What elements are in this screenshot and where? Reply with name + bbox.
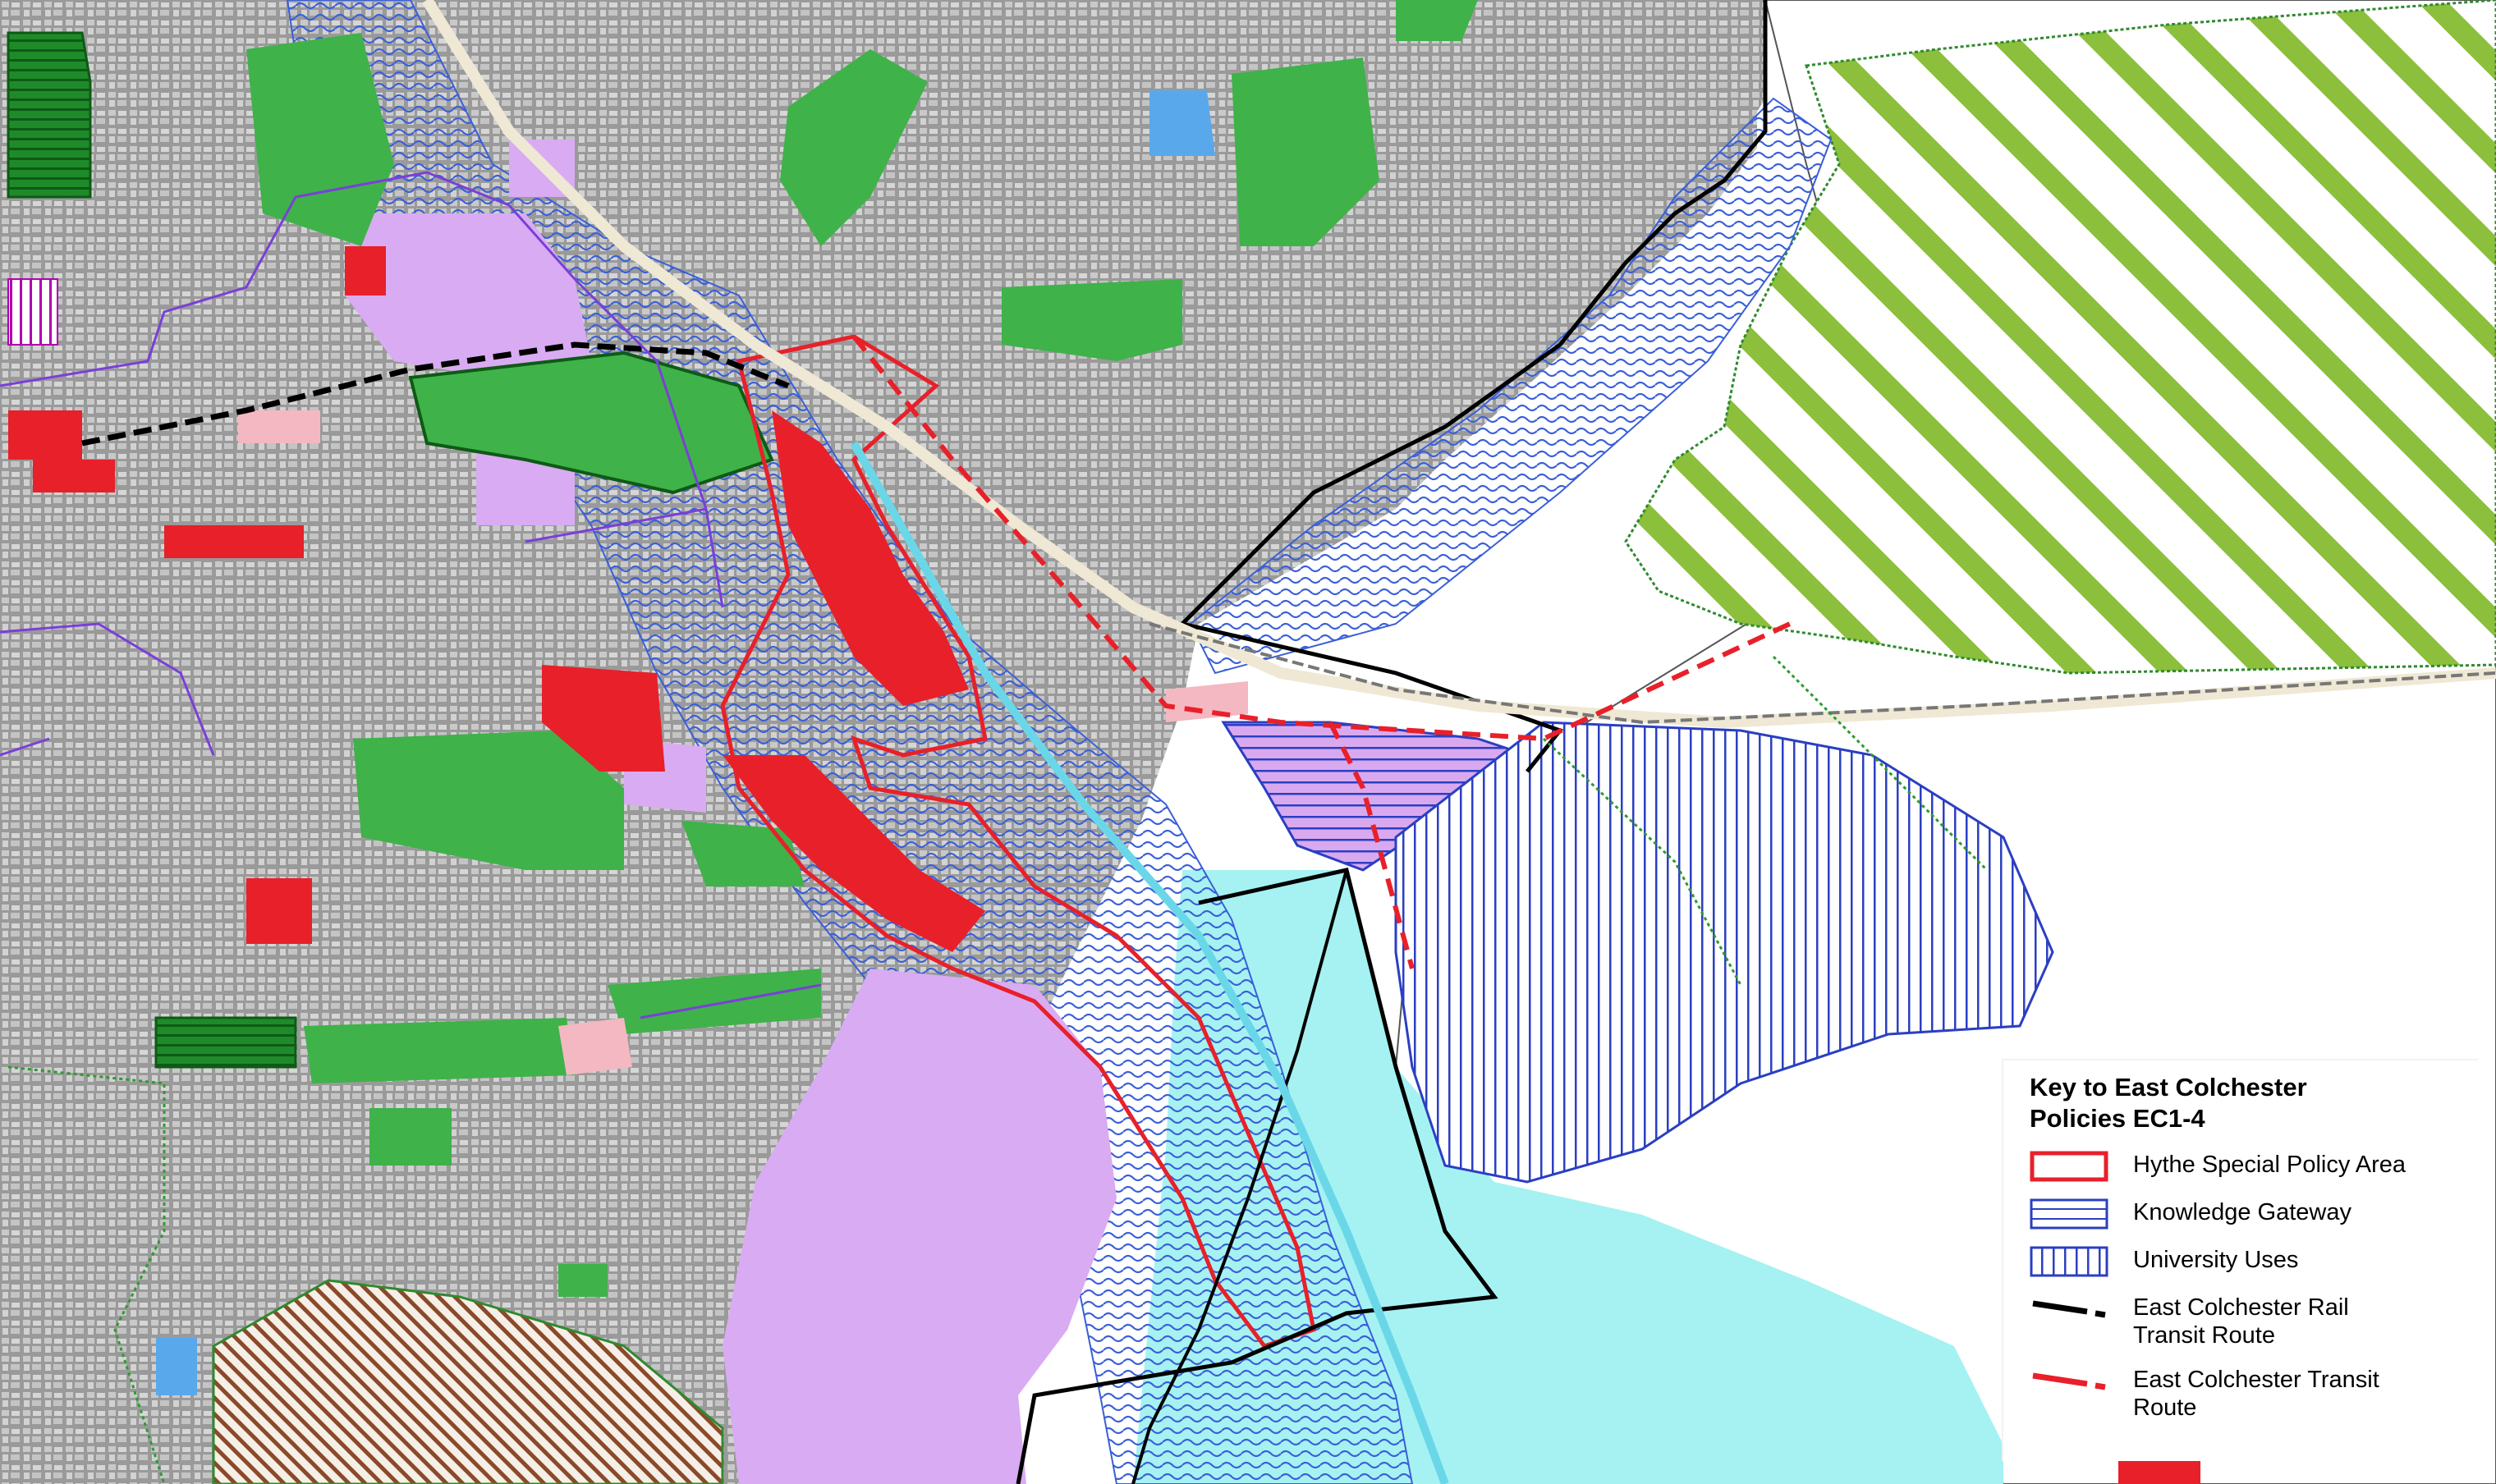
red-block-2 (246, 878, 312, 944)
pink-area-1 (238, 410, 320, 443)
legend-label-hythe: Hythe Special Policy Area (2133, 1152, 2407, 1178)
blue-block-2 (156, 1338, 197, 1395)
green-space-north-4 (1396, 0, 1478, 41)
magenta-hatch-area (7, 278, 58, 346)
red-block-6 (345, 246, 386, 295)
hythe-core-red-south (723, 755, 985, 952)
red-block-3 (8, 410, 82, 460)
legend-label-university-uses: University Uses (2133, 1247, 2299, 1273)
lavender-area-south (723, 969, 1117, 1484)
blue-horizontal-hatch-icon (2030, 1198, 2108, 1230)
legend-title: Key to East Colchester Policies EC1-4 (2030, 1072, 2462, 1134)
legend-item-transit-route: East Colchester Transit Route (2030, 1366, 2462, 1422)
red-block-4 (33, 460, 115, 492)
flood-zone-hatch-northeast (1189, 97, 1833, 675)
legend-label-rail-transit-line2: Transit Route (2133, 1322, 2275, 1349)
blue-block-1 (1149, 90, 1215, 156)
dark-green-strip-nw (7, 31, 92, 199)
green-space-west-5 (369, 1108, 452, 1166)
legend-label-transit-route-line1: East Colchester Transit (2133, 1367, 2379, 1393)
red-block-1 (542, 665, 665, 772)
green-space-west-1 (353, 731, 624, 870)
green-space-river (408, 350, 774, 495)
urban-area-north (788, 0, 1757, 591)
ward-boundary-violet (0, 171, 822, 1019)
dark-green-strip (154, 1016, 297, 1069)
pink-area-2 (558, 1018, 632, 1075)
green-space-north-2 (1232, 57, 1379, 246)
hythe-special-policy-area-outline (720, 334, 1316, 1349)
legend-label-knowledge-gateway: Knowledge Gateway (2133, 1199, 2351, 1225)
olive-hatch-area (1624, 0, 2496, 675)
railway-line (1149, 622, 2496, 725)
green-space-north-3 (1002, 279, 1182, 361)
red-dashed-line-icon (2030, 1366, 2108, 1397)
legend-item-hythe: Hythe Special Policy Area (2030, 1151, 2462, 1182)
green-space-west-4 (304, 1018, 575, 1083)
legend-item-knowledge-gateway: Knowledge Gateway (2030, 1198, 2462, 1230)
red-outline-box-icon (2030, 1151, 2108, 1182)
green-space-west-6 (558, 1264, 608, 1297)
legend-title-line1: Key to East Colchester (2030, 1073, 2307, 1102)
map-legend: Key to East Colchester Policies EC1-4 Hy… (2002, 1059, 2478, 1461)
lavender-area-north (345, 213, 591, 378)
river-colne (850, 441, 1449, 1484)
blue-vertical-hatch-icon (2030, 1246, 2108, 1277)
pink-area-3 (1166, 681, 1248, 722)
legend-label-rail-transit-line1: East Colchester Rail (2133, 1294, 2349, 1321)
legend-label-rail-transit: East Colchester Rail Transit Route (2133, 1294, 2349, 1349)
main-road (422, 0, 2496, 729)
legend-label-transit-route-line2: Route (2133, 1395, 2197, 1421)
green-space-north-west (246, 33, 394, 246)
legend-item-university-uses: University Uses (2030, 1246, 2462, 1277)
hythe-core-red (772, 410, 969, 706)
transit-route (851, 335, 1792, 969)
legend-title-line2: Policies EC1-4 (2030, 1104, 2205, 1133)
policy-boundary-black-east (1131, 869, 1348, 1484)
black-dashed-line-icon (2030, 1294, 2108, 1325)
green-space-west-3 (608, 969, 821, 1034)
green-space-north-1 (780, 49, 928, 246)
green-space-west-2 (681, 821, 805, 886)
legend-item-rail-transit: East Colchester Rail Transit Route (2030, 1294, 2462, 1349)
red-block-5 (164, 525, 304, 558)
brown-hatch-area (212, 1279, 724, 1484)
green-boundary-dotted (7, 655, 1989, 1484)
legend-label-transit-route: East Colchester Transit Route (2133, 1366, 2379, 1422)
rail-transit-route (81, 341, 790, 447)
